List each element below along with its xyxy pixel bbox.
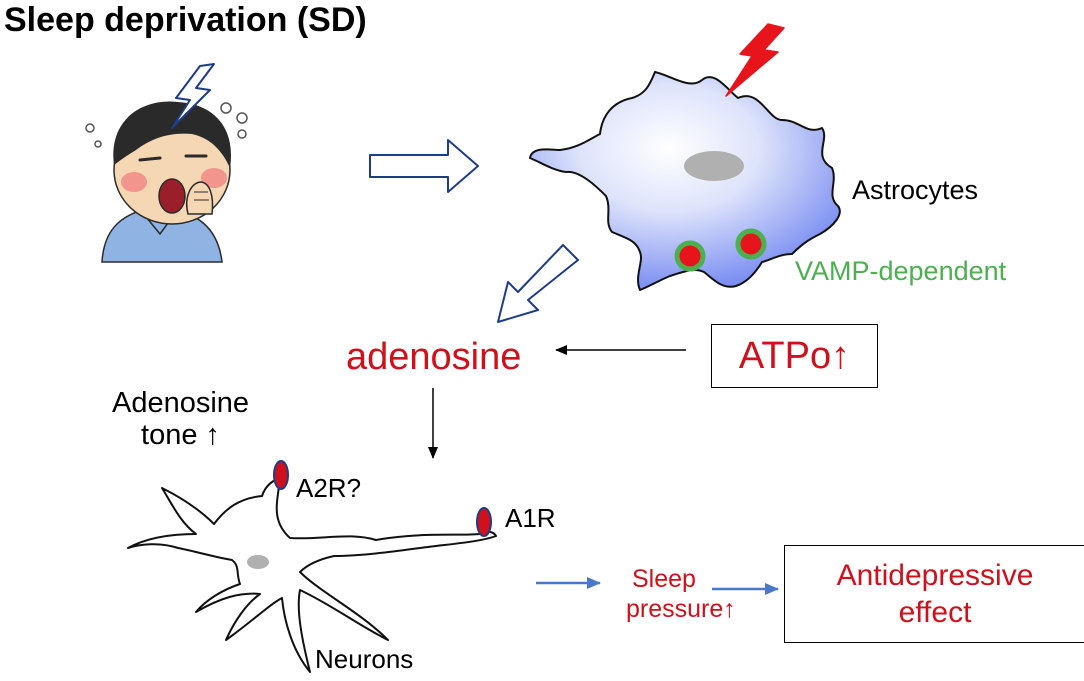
- a1r-label: A1R: [505, 503, 556, 533]
- astrocyte-nucleus: [684, 151, 744, 181]
- adenosine-tone-line2: tone ↑: [141, 418, 221, 451]
- neuron-nucleus: [247, 555, 269, 569]
- sleepy-person-icon: [85, 101, 248, 263]
- neuron-cell: [127, 477, 497, 673]
- astrocytes-label: Astrocytes: [852, 175, 979, 205]
- vamp-vesicle: [735, 228, 767, 260]
- sleep-pressure-line1: Sleep: [632, 565, 696, 593]
- vamp-vesicle: [674, 240, 706, 272]
- lightning-icon: [171, 63, 215, 129]
- sleep-pressure-line2: pressure↑: [626, 595, 736, 623]
- adenosine-label: adenosine: [346, 336, 522, 378]
- a2r-receptor: [273, 460, 289, 490]
- adenosine-tone-label: Adenosine tone ↑: [112, 387, 250, 452]
- antidepressive-line1: Antidepressive: [836, 558, 1034, 592]
- antidepressive-effect-box: Antidepressive effect: [784, 545, 1084, 643]
- atpo-box: ATPo↑: [711, 324, 878, 388]
- sleep-pressure-label: Sleep pressure↑: [626, 564, 736, 624]
- hollow-arrow-icon: [497, 244, 579, 323]
- page-title: Sleep deprivation (SD): [4, 1, 367, 39]
- a2r-label: A2R?: [296, 473, 362, 503]
- a1r-receptor: [476, 507, 492, 537]
- vamp-label: VAMP-dependent: [795, 256, 1007, 286]
- hollow-arrow-icon: [369, 139, 479, 193]
- lightning-icon: [725, 23, 785, 97]
- antidepressive-line2: effect: [898, 596, 972, 629]
- atpo-label: ATPo↑: [738, 334, 851, 377]
- neurons-label: Neurons: [315, 644, 414, 674]
- adenosine-tone-line1: Adenosine: [112, 387, 250, 419]
